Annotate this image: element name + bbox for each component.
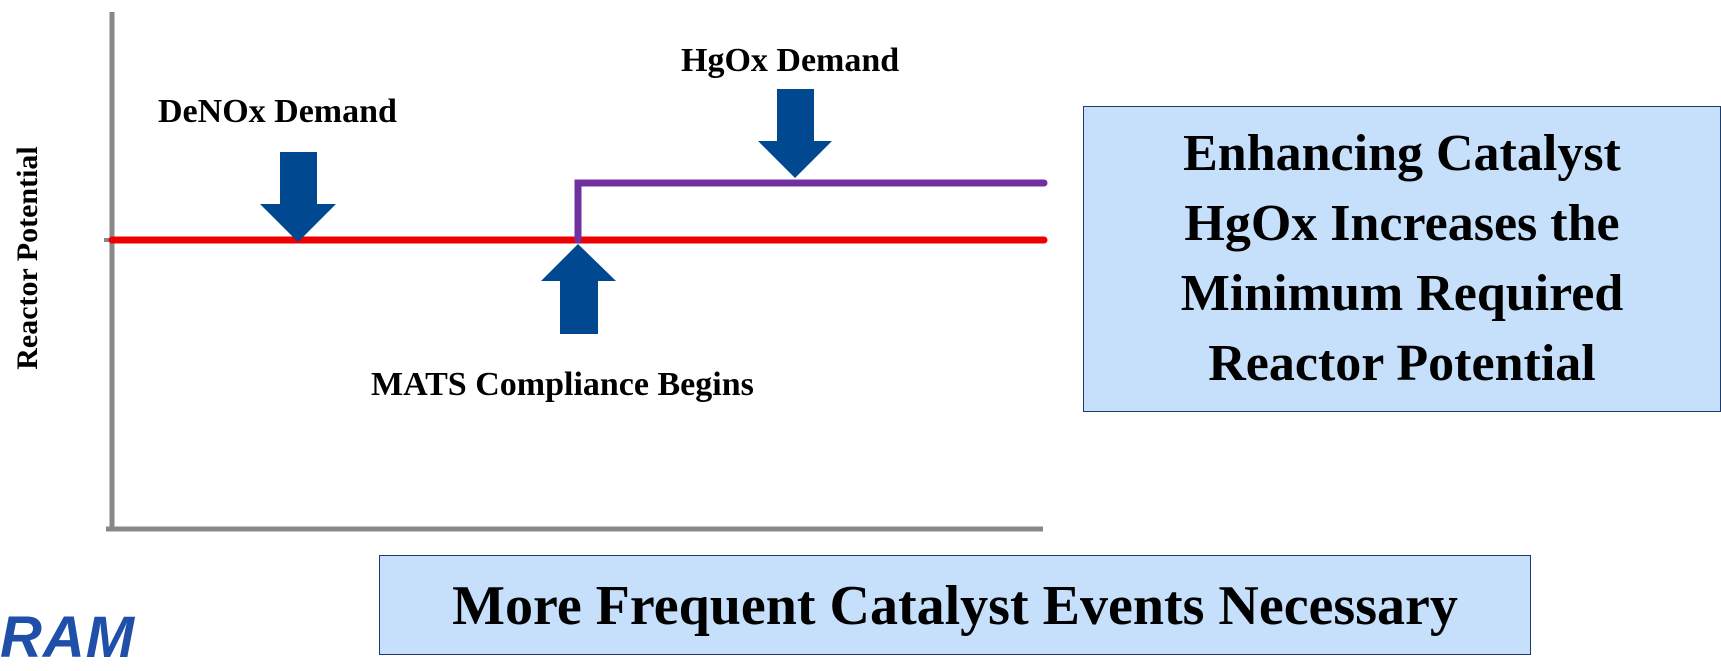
callout-line: Minimum Required bbox=[1180, 265, 1624, 322]
callout-line: Reactor Potential bbox=[1208, 335, 1596, 392]
callout-box: Enhancing Catalyst HgOx Increases the Mi… bbox=[1083, 106, 1721, 412]
hgox-demand-line bbox=[574, 179, 1048, 244]
banner-text: More Frequent Catalyst Events Necessary bbox=[452, 575, 1458, 637]
arrow-down-icon bbox=[758, 89, 832, 178]
company-logo: RAM bbox=[0, 605, 136, 670]
mats-compliance-label: MATS Compliance Begins bbox=[371, 366, 754, 403]
banner-box: More Frequent Catalyst Events Necessary bbox=[379, 555, 1531, 655]
callout-line: Enhancing Catalyst bbox=[1183, 125, 1621, 182]
hgox-demand-label: HgOx Demand bbox=[681, 42, 900, 79]
arrow-down-icon bbox=[260, 152, 336, 242]
callout-line: HgOx Increases the bbox=[1184, 195, 1620, 252]
denox-demand-label: DeNOx Demand bbox=[158, 93, 397, 130]
arrow-up-icon bbox=[541, 244, 616, 334]
y-axis-label: Reactor Potential bbox=[11, 146, 44, 370]
reactor-potential-diagram bbox=[104, 12, 1048, 532]
